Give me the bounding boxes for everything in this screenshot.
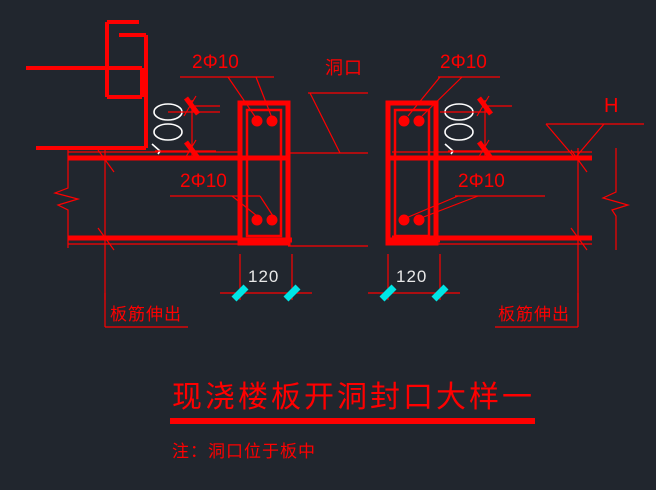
dimension-label-left: 120 xyxy=(248,267,280,286)
break-line-right xyxy=(601,148,631,250)
callout-label-right-slab-bar: 板筋伸出 xyxy=(498,305,570,325)
rebar-cut-ticks-left-thin xyxy=(183,95,197,161)
leader-bottom-right-rebar xyxy=(405,195,545,219)
rebar-hook-detail xyxy=(26,20,148,150)
beam-section-left xyxy=(237,100,292,246)
dimension-label-right: 120 xyxy=(396,267,428,286)
drawing-title: 现浇楼板开洞封口大样一 xyxy=(172,380,535,415)
rebar-label-bottom-right: 2Φ10 xyxy=(458,171,505,192)
opening-edge-lines xyxy=(288,152,368,247)
rebar-label-top-right: 2Φ10 xyxy=(440,52,487,73)
rebar-label-top-left: 2Φ10 xyxy=(192,52,239,73)
callout-right-leader xyxy=(495,293,579,328)
rebar-cut-ticks-right xyxy=(477,96,493,160)
callout-left-leader xyxy=(104,293,188,328)
rebar-cut-ticks-left xyxy=(184,96,200,160)
leader-top-left-rebar xyxy=(180,76,274,119)
rebar-cut-ticks-right-thin xyxy=(476,95,490,161)
beam-section-right xyxy=(385,100,440,246)
rebar-label-bottom-left: 2Φ10 xyxy=(180,171,227,192)
level-symbol xyxy=(545,123,644,159)
level-symbol-label: H xyxy=(604,95,619,117)
leader-bottom-left-rebar xyxy=(170,195,274,217)
slab-bar-sections-left xyxy=(153,103,183,141)
callout-label-left-slab-bar: 板筋伸出 xyxy=(110,305,182,325)
slab-right-outline xyxy=(392,151,592,245)
slab-left-outline xyxy=(68,151,240,245)
leader-opening xyxy=(308,92,368,154)
title-underline xyxy=(170,418,535,424)
slab-section-ticks xyxy=(97,148,588,300)
dimension-left-120-ticks xyxy=(231,284,301,302)
opening-label: 洞口 xyxy=(325,58,363,79)
break-line-left xyxy=(53,148,81,248)
drawing-note: 注：洞口位于板中 xyxy=(172,442,316,462)
leader-top-right-rebar xyxy=(407,76,500,117)
dimension-right-120-ticks xyxy=(379,284,449,302)
slab-bar-extension-left xyxy=(155,100,220,157)
slab-bar-sections-right xyxy=(444,103,474,141)
